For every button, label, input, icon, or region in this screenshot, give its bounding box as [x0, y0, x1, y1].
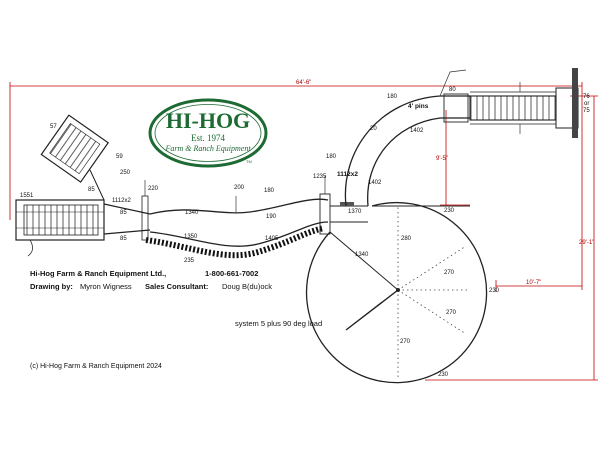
label-1350: 1350 [184, 234, 198, 240]
cage-connector [89, 169, 105, 201]
measurement-labels: 57 59 250 85 1551 1112x2 85 85 220 200 1… [20, 87, 590, 378]
label-250: 250 [120, 170, 131, 176]
label-85-b: 85 [120, 210, 127, 216]
label-180-c: 180 [387, 94, 398, 100]
system-caption: system 5 plus 90 deg load [235, 319, 322, 328]
end-label-c: 75 [583, 108, 590, 114]
label-270-c: 270 [400, 339, 411, 345]
label-85-a: 85 [88, 187, 95, 193]
hi-hog-logo: HI-HOG Est. 1974 Farm & Ranch Equipment … [148, 98, 268, 168]
right-width-label: 10'-7" [526, 280, 541, 286]
label-1405: 1405 [265, 236, 279, 242]
label-1112x2-a: 1112x2 [112, 198, 131, 204]
label-270-b: 270 [446, 310, 457, 316]
overall-width-label: 64'-6" [296, 80, 311, 86]
end-label-b: or [584, 101, 589, 107]
logo-name: HI-HOG [166, 108, 250, 133]
sales-name: Doug B(du)ock [222, 282, 272, 291]
label-20: 20 [370, 126, 377, 132]
alley-middle [319, 176, 368, 235]
palpation-cage [40, 114, 110, 183]
end-label-a: 76 [583, 94, 590, 100]
drawing-by-name: Myron Wigness [80, 282, 132, 291]
label-59: 59 [116, 154, 123, 160]
company-phone: 1-800-661-7002 [205, 269, 258, 278]
copyright: (c) Hi-Hog Farm & Ranch Equipment 2024 [30, 363, 162, 370]
logo-est: Est. 1974 [191, 133, 226, 143]
label-1235: 1235 [313, 174, 327, 180]
label-200: 200 [234, 185, 245, 191]
label-220: 220 [148, 186, 159, 192]
company-name: Hi-Hog Farm & Ranch Equipment Ltd., [30, 269, 166, 278]
loadout-ramp [469, 68, 579, 138]
label-80: 80 [449, 87, 456, 93]
label-180-b: 180 [326, 154, 337, 160]
label-180-a: 180 [264, 188, 275, 194]
upper-drop-label: 9'-5" [436, 156, 448, 162]
label-1551: 1551 [20, 193, 34, 199]
label-85-c: 85 [120, 236, 127, 242]
label-1340-b: 1340 [355, 252, 369, 258]
alley-left [103, 180, 151, 241]
label-230-c: 230 [438, 372, 449, 378]
logo-tm: TM [246, 159, 252, 164]
overall-height-label: 29'-1" [579, 240, 594, 246]
label-1112x2-b: 1112x2 [337, 171, 358, 178]
label-235: 235 [184, 258, 195, 264]
label-1340-a: 1340 [185, 210, 199, 216]
label-1370: 1370 [348, 209, 362, 215]
logo-tagline: Farm & Ranch Equipment [164, 144, 251, 153]
label-190: 190 [266, 214, 277, 220]
squeeze-chute [15, 199, 105, 257]
label-pins: 4' pins [408, 103, 429, 110]
company-info: Hi-Hog Farm & Ranch Equipment Ltd., 1-80… [30, 269, 272, 291]
label-230-a: 230 [444, 208, 455, 214]
sales-label: Sales Consultant: [145, 282, 208, 291]
label-1402-b: 1402 [410, 128, 424, 134]
label-280: 280 [401, 236, 412, 242]
label-270-a: 270 [444, 270, 455, 276]
upper-curve [344, 69, 470, 207]
sweep-tub [305, 201, 488, 384]
drawing-by-label: Drawing by: [30, 282, 73, 291]
label-1402-a: 1402 [368, 180, 382, 186]
dimension-lines [9, 82, 598, 381]
label-57: 57 [50, 124, 57, 130]
label-230-b: 230 [489, 288, 500, 294]
curved-alley [145, 196, 329, 259]
